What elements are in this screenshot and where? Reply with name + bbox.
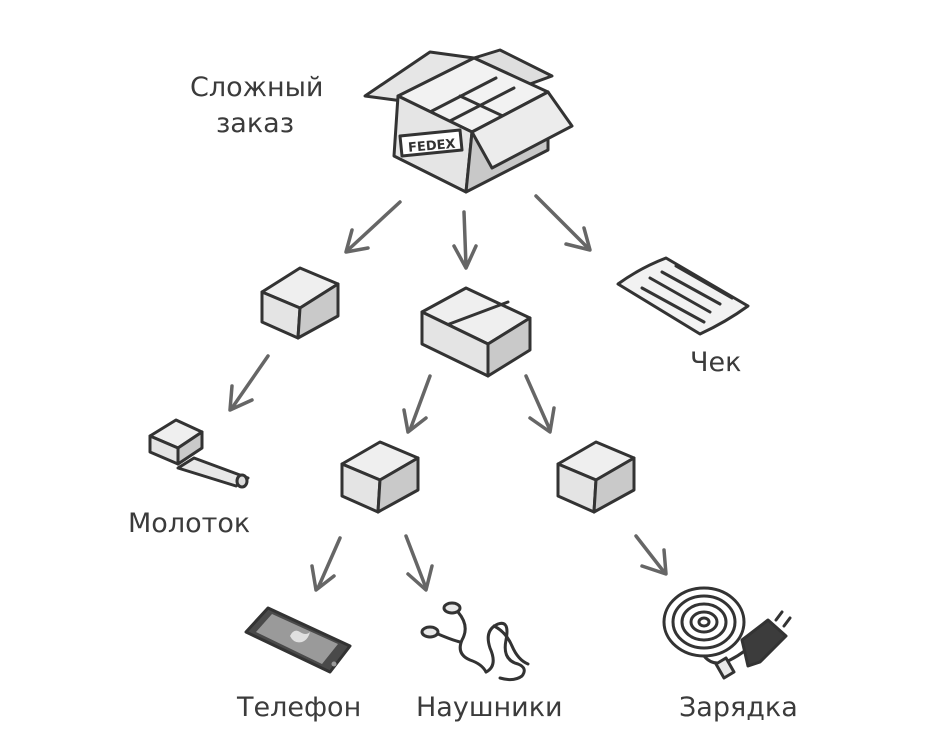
fedex-tag: FEDEX [398,128,464,158]
small-box-level1 [260,266,340,340]
phone-icon [244,606,352,674]
arrow-mid-box-to-box-b [524,374,556,434]
fedex-tag-text: FEDEX [408,137,457,156]
receipt-label: Чек [690,347,742,378]
arrow-root-to-receipt [534,194,592,252]
arrow-mid-box-to-box-a [402,374,432,434]
mid-box-level1 [420,286,532,378]
root-open-box: FEDEX [363,48,574,194]
charger-icon [662,586,792,680]
root-order-label: Сложный заказ [190,70,324,143]
box-a-level2 [340,440,420,514]
receipt-icon [616,256,750,336]
arrow-box-a-to-headphones [404,534,434,592]
headphones-icon [420,601,530,682]
root-order-label-line1: Сложный [190,72,324,103]
arrow-root-to-small-box [344,200,402,254]
box-b-level2 [556,440,636,514]
phone-label: Телефон [237,692,362,723]
charger-label: Зарядка [679,692,798,723]
arrow-small-box-to-hammer [228,354,270,412]
arrows [228,194,668,592]
headphones-label: Наушники [416,692,563,723]
arrow-box-b-to-charger [634,534,668,576]
hammer-label: Молоток [128,508,251,539]
arrow-box-a-to-phone [310,536,342,592]
hammer-icon [148,418,250,489]
root-order-label-line2: заказ [215,108,295,140]
arrow-root-to-mid-box [452,210,478,270]
